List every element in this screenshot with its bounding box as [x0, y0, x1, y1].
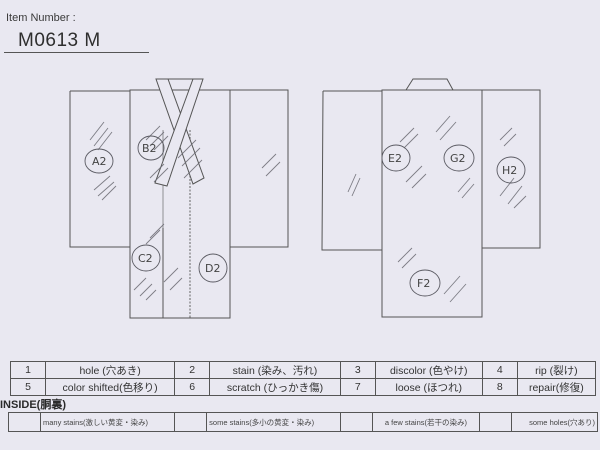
legend-text: hole (穴あき) — [44, 361, 176, 379]
stain-label-e2: E2 — [388, 152, 402, 165]
legend-number: 2 — [174, 361, 211, 379]
legend-number: 4 — [481, 361, 518, 379]
stain-label-b2: B2 — [142, 142, 157, 155]
stain-label-a2: A2 — [92, 155, 107, 168]
item-number-label: Item Number : — [6, 12, 76, 24]
legend-row: 5 color shifted(色移り) 6 scratch (ひっかき傷) 7… — [10, 378, 597, 396]
item-number-value: M0613 M — [18, 30, 101, 51]
damage-legend-table: 1 hole (穴あき) 2 stain (染み、汚れ) 3 discolor … — [10, 361, 597, 396]
legend-text: rip (裂け) — [516, 361, 597, 379]
stain-label-c2: C2 — [138, 252, 153, 265]
stain-marks — [84, 135, 526, 297]
legend-row: 1 hole (穴あき) 2 stain (染み、汚れ) 3 discolor … — [10, 361, 597, 379]
legend-number: 5 — [10, 378, 46, 396]
kimono-front-view — [69, 78, 289, 319]
legend-number: 7 — [339, 378, 376, 396]
item-number-underline — [4, 52, 149, 53]
legend-text: loose (ほつれ) — [374, 378, 483, 396]
legend-text: repair(修復) — [516, 378, 597, 396]
inside-checkbox-some-holes[interactable] — [478, 412, 512, 432]
kimono-back-view — [321, 78, 541, 318]
inside-option-some-holes: some holes(穴あり) — [510, 412, 599, 432]
stain-hatching — [89, 115, 527, 303]
inside-checkbox-some-stains[interactable] — [174, 412, 208, 432]
inside-condition-table: many stains(激しい黄変・染み) some stains(多小の黄変・… — [8, 412, 599, 432]
inside-section-title: INSIDE(胴裏) — [0, 399, 66, 411]
inside-option-few-stains: a few stains(若干の染み) — [372, 412, 480, 432]
kimono-diagram: A2 B2 C2 D2 E2 G2 H2 F2 — [69, 78, 541, 319]
stain-label-h2: H2 — [502, 164, 517, 177]
stain-label-g2: G2 — [450, 152, 466, 165]
inside-option-some-stains: some stains(多小の黄変・染み) — [206, 412, 342, 432]
legend-text: color shifted(色移り) — [44, 378, 176, 396]
legend-text: stain (染み、汚れ) — [209, 361, 341, 379]
legend-number: 6 — [174, 378, 211, 396]
inside-checkbox-many-stains[interactable] — [8, 412, 41, 432]
stain-label-f2: F2 — [417, 277, 430, 290]
inside-row: many stains(激しい黄変・染み) some stains(多小の黄変・… — [8, 412, 599, 432]
stain-label-d2: D2 — [205, 262, 220, 275]
legend-text: discolor (色やけ) — [374, 361, 483, 379]
legend-text: scratch (ひっかき傷) — [209, 378, 341, 396]
legend-number: 3 — [339, 361, 376, 379]
inside-checkbox-few-stains[interactable] — [340, 412, 374, 432]
legend-number: 1 — [10, 361, 46, 379]
inside-option-many-stains: many stains(激しい黄変・染み) — [39, 412, 176, 432]
legend-number: 8 — [481, 378, 518, 396]
